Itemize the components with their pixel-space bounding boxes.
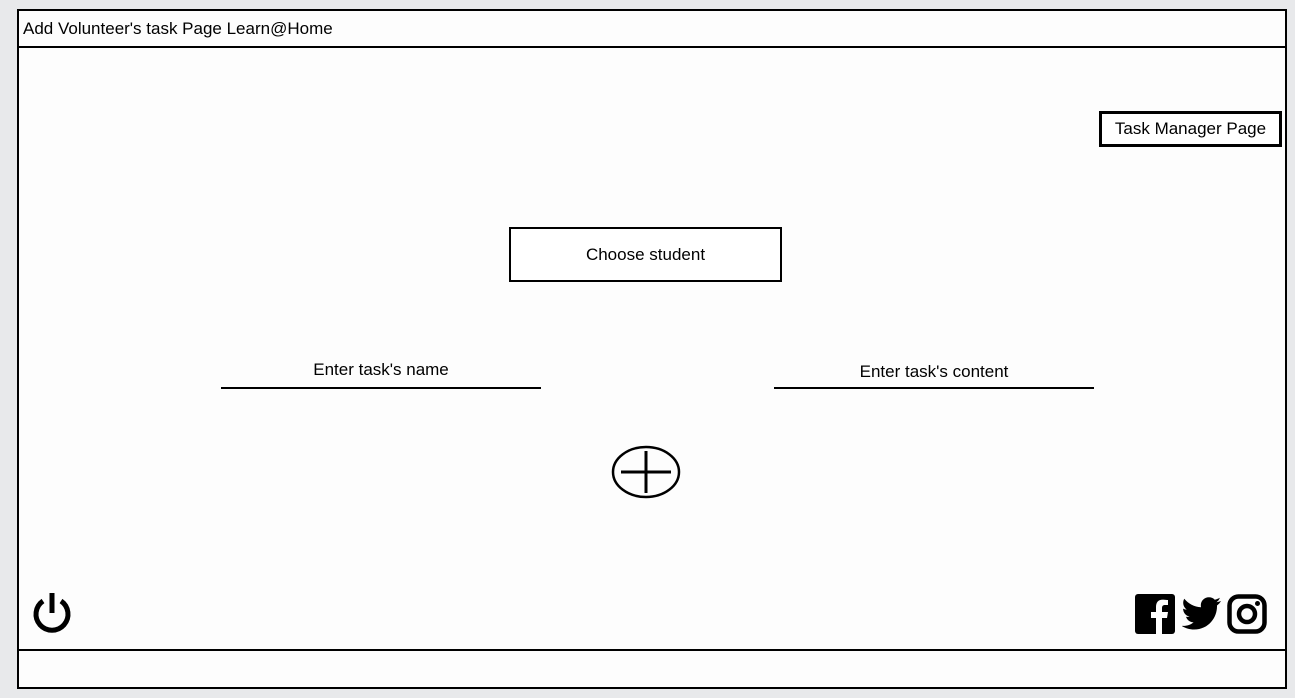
facebook-icon (1135, 594, 1175, 634)
task-name-input[interactable]: Enter task's name (221, 359, 541, 389)
page-title: Add Volunteer's task Page Learn@Home (23, 19, 333, 38)
add-task-button[interactable] (611, 445, 681, 499)
choose-student-button[interactable]: Choose student (509, 227, 782, 282)
task-content-input[interactable]: Enter task's content (774, 361, 1094, 389)
plus-circle-icon (611, 445, 681, 499)
app-frame: Add Volunteer's task Page Learn@Home Tas… (17, 9, 1287, 689)
facebook-link[interactable] (1135, 594, 1175, 634)
logout-button[interactable] (31, 591, 73, 635)
twitter-icon (1181, 597, 1221, 630)
instagram-link[interactable] (1227, 594, 1267, 634)
title-bar: Add Volunteer's task Page Learn@Home (19, 11, 1285, 48)
footer-bar (19, 649, 1285, 689)
twitter-link[interactable] (1181, 594, 1222, 634)
power-icon (33, 593, 71, 633)
instagram-icon (1227, 594, 1267, 634)
task-manager-page-button[interactable]: Task Manager Page (1099, 111, 1282, 147)
